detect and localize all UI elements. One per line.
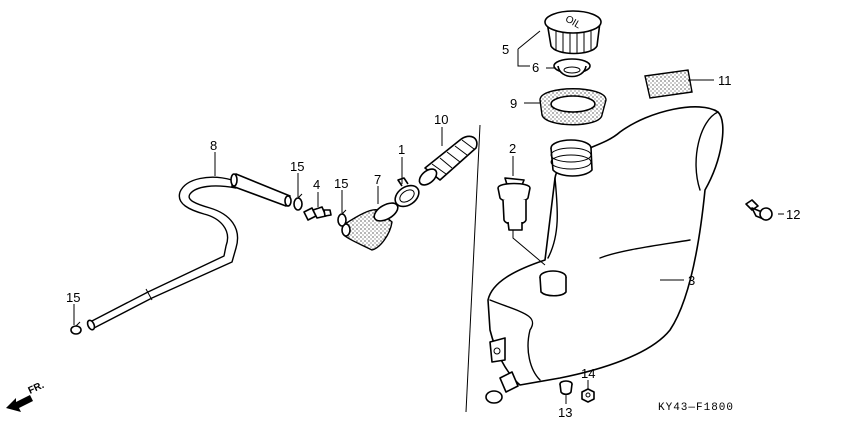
oil-joint-fitting — [303, 206, 332, 221]
callout-8: 8 — [210, 138, 217, 153]
callout-9: 9 — [510, 96, 517, 111]
callout-4: 4 — [313, 177, 320, 192]
oil-tank — [485, 106, 724, 404]
callout-6: 6 — [532, 60, 539, 75]
callout-15-upper: 15 — [290, 159, 304, 174]
callout-1: 1 — [398, 142, 405, 157]
tank-joint — [497, 177, 531, 231]
oil-tube-elbow — [341, 202, 399, 251]
callout-15-lower: 15 — [66, 290, 80, 305]
drain-bolt — [559, 380, 573, 396]
front-marker-text: FR. — [27, 380, 46, 397]
caution-label — [644, 69, 693, 99]
hose-clip-small-middle — [337, 209, 347, 227]
drawing-code: KY43—F1800 — [658, 402, 734, 414]
oil-hose — [86, 173, 292, 331]
front-direction-marker: FR. — [6, 380, 46, 412]
oil-tank-cap: OIL — [544, 10, 602, 55]
oil-filter — [418, 135, 478, 186]
tank-seal-ring — [539, 88, 607, 126]
sealing-washer — [581, 388, 595, 403]
flange-bolt — [745, 199, 773, 221]
hose-clip-small-lower — [70, 321, 82, 335]
callout-5: 5 — [502, 42, 509, 57]
front-arrow-icon — [6, 395, 33, 412]
callout-3: 3 — [688, 273, 695, 288]
hose-clip-small-upper — [293, 193, 303, 211]
leader-lines — [73, 30, 784, 404]
callout-15-middle: 15 — [334, 176, 348, 191]
callout-12: 12 — [786, 207, 800, 222]
frame-line-vertical — [465, 124, 481, 413]
callout-11: 11 — [718, 73, 732, 88]
callout-7: 7 — [374, 172, 381, 187]
cap-packing — [553, 58, 591, 78]
hose-clip-large — [394, 177, 420, 208]
callout-14: 14 — [581, 366, 595, 381]
callout-13: 13 — [558, 405, 572, 420]
callout-2: 2 — [509, 141, 516, 156]
callout-10: 10 — [434, 112, 448, 127]
